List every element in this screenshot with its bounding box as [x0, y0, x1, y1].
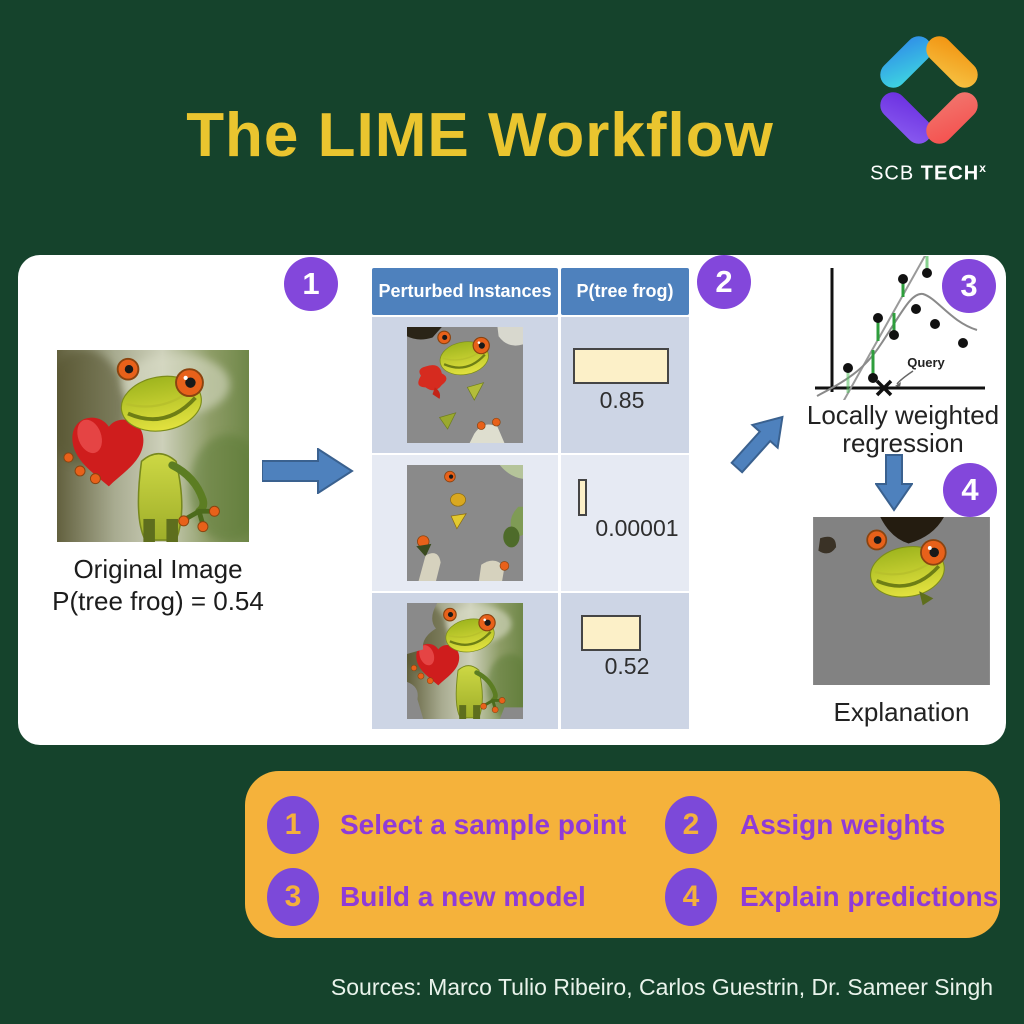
page-title: The LIME Workflow — [186, 101, 774, 170]
legend-label-3: Build a new model — [340, 881, 586, 912]
perturbed-image-2 — [407, 465, 523, 581]
legend-badge-1: 1 — [267, 796, 319, 854]
query-label: Query — [907, 355, 945, 370]
table-row: 0.52 — [372, 593, 692, 729]
scbtechx-wordmark: SCB TECHx — [870, 161, 987, 185]
step-badge-2: 2 — [697, 255, 751, 309]
arrow-down-icon — [875, 454, 913, 512]
perturbed-table: Perturbed Instances P(tree frog) — [372, 268, 692, 729]
scbtechx-x-icon — [879, 36, 978, 144]
probability-value: 0.00001 — [595, 515, 679, 541]
table-header-row: Perturbed Instances P(tree frog) — [372, 268, 692, 315]
probability-value: 0.85 — [599, 387, 645, 413]
legend-label-1: Select a sample point — [340, 809, 627, 840]
probability-value: 0.52 — [604, 653, 650, 679]
perturbed-image-1 — [407, 327, 523, 443]
legend-label-2: Assign weights — [740, 809, 946, 840]
scbtechx-logo: SCB TECHx — [856, 28, 1001, 186]
perturbed-image-3 — [407, 603, 523, 719]
col-header-probability: P(tree frog) — [561, 268, 689, 315]
scatter-caption: Locally weighted regression — [806, 400, 1000, 458]
col-header-perturbed: Perturbed Instances — [372, 268, 558, 315]
locally-weighted-regression-plot: Query — [815, 256, 985, 400]
legend-box: 1 Select a sample point 2 Assign weights… — [245, 771, 1000, 938]
sources-text: Sources: Marco Tulio Ribeiro, Carlos Gue… — [330, 974, 994, 1000]
legend-badge-4: 4 — [665, 868, 717, 926]
arrow-up-right-icon — [730, 415, 784, 474]
original-frog-image — [57, 350, 249, 542]
table-row: 0.00001 — [372, 455, 692, 591]
explanation-caption: Explanation — [833, 697, 970, 727]
step-badge-3: 3 — [942, 259, 996, 313]
legend-badge-3: 3 — [267, 868, 319, 926]
table-row: 0.85 — [372, 317, 692, 453]
explanation-image — [813, 517, 990, 685]
step-badge-4: 4 — [943, 463, 997, 517]
probability-bar — [578, 479, 587, 516]
legend-label-4: Explain predictions — [740, 881, 999, 912]
probability-bar — [573, 348, 669, 384]
arrow-right-icon — [262, 448, 354, 494]
workflow-panel: Original Image P(tree frog) = 0.54 Pertu… — [18, 255, 1006, 745]
original-image-caption: Original Image P(tree frog) = 0.54 — [52, 554, 264, 616]
step-badge-1: 1 — [284, 257, 338, 311]
probability-bar — [581, 615, 641, 651]
legend-badge-2: 2 — [665, 796, 717, 854]
